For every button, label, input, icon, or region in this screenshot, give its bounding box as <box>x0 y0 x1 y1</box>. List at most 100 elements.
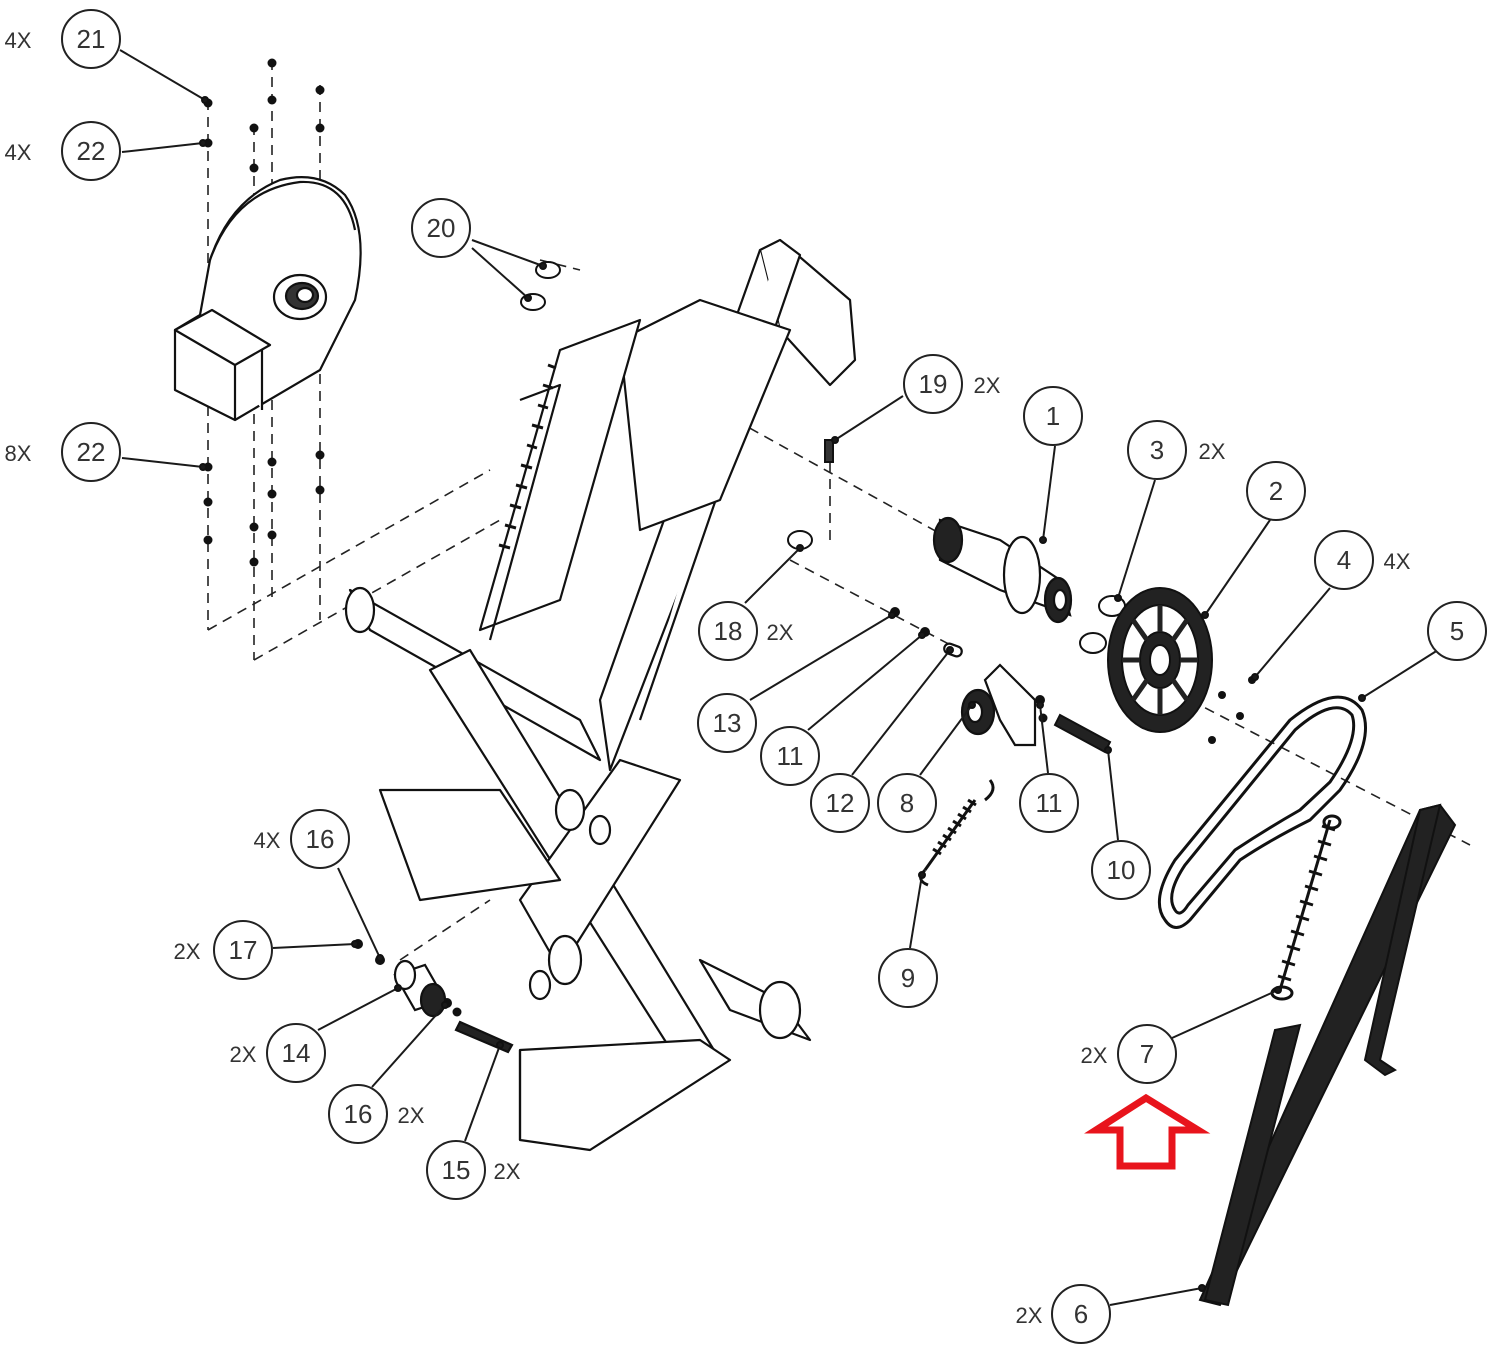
leader-tip <box>199 463 207 471</box>
callout-10: 10 <box>1091 840 1151 900</box>
callout-11: 11 <box>1019 773 1079 833</box>
leader-line-7 <box>1171 989 1279 1039</box>
callout-13: 13 <box>697 693 757 753</box>
part-8-idler-bracket <box>943 642 1037 747</box>
leader-tip <box>1104 746 1112 754</box>
callout-20: 20 <box>411 198 471 258</box>
callout-22: 22 8X <box>5 422 121 482</box>
callout-number: 16 <box>344 1099 373 1129</box>
callout-number: 8 <box>900 788 914 818</box>
callout-7: 72X <box>1081 1024 1177 1084</box>
callout-2: 2 <box>1246 461 1306 521</box>
callout-circle <box>411 198 471 258</box>
callout-number: 3 <box>1150 435 1164 465</box>
leader-tip <box>1201 611 1209 619</box>
part-7-spring <box>1270 814 1342 1001</box>
callout-circle <box>1427 601 1487 661</box>
callout-circle <box>1091 840 1151 900</box>
leader-line-1 <box>1042 445 1056 541</box>
part-5-belt <box>1157 695 1367 929</box>
leader-tip <box>831 436 839 444</box>
callout-circle <box>328 1084 388 1144</box>
callout-circle <box>760 726 820 786</box>
lower-left-parts <box>393 788 612 1054</box>
callout-circle <box>903 354 963 414</box>
callout-circle <box>213 920 273 980</box>
callout-circle <box>1019 773 1079 833</box>
callout-quantity: 2X <box>398 1103 425 1128</box>
leader-tip <box>888 611 896 619</box>
part-6-arms <box>1198 803 1457 1307</box>
leader-line-20 <box>471 239 544 267</box>
callout-quantity: 4X <box>254 828 281 853</box>
frame-spring <box>498 363 557 550</box>
part-10-pin <box>1053 713 1112 754</box>
leader-line-11 <box>1039 704 1049 774</box>
callout-5: 5 <box>1427 601 1487 661</box>
leader-tip <box>918 871 926 879</box>
callout-quantity: 4X <box>1384 549 1411 574</box>
leader-line-14 <box>317 987 399 1031</box>
callout-quantity: 4X <box>5 28 32 53</box>
callout-quantity: 8X <box>5 441 32 466</box>
leader-tip <box>1198 1284 1206 1292</box>
callout-number: 12 <box>826 788 855 818</box>
callout-9: 9 <box>878 948 938 1008</box>
callout-11: 11 <box>760 726 820 786</box>
callout-3: 3 2X <box>1127 420 1226 480</box>
leader-tip <box>539 262 547 270</box>
callout-number: 9 <box>901 963 915 993</box>
callout-number: 22 <box>77 437 106 467</box>
leader-tip <box>441 1001 449 1009</box>
leader-line-9 <box>909 874 923 949</box>
leader-line-4 <box>1254 587 1331 678</box>
callout-circle <box>290 809 350 869</box>
leader-tip <box>1039 536 1047 544</box>
callout-circle <box>810 773 870 833</box>
callout-circle <box>697 693 757 753</box>
leader-tip <box>1358 694 1366 702</box>
callout-circle <box>877 773 937 833</box>
leader-line-22 <box>121 457 204 468</box>
leader-line-17 <box>272 943 356 949</box>
leader-tip <box>496 1041 504 1049</box>
callout-number: 1 <box>1046 401 1060 431</box>
callout-circle <box>426 1140 486 1200</box>
leader-line-3 <box>1117 479 1156 599</box>
callout-1: 1 <box>1023 386 1083 446</box>
callout-quantity: 2X <box>1199 439 1226 464</box>
leader-tip <box>199 139 207 147</box>
leader-tip <box>796 544 804 552</box>
callout-12: 12 <box>810 773 870 833</box>
leader-line-13 <box>749 614 893 701</box>
callout-circle <box>1051 1284 1111 1344</box>
leader-line-15 <box>464 1044 501 1142</box>
callout-number: 7 <box>1140 1039 1154 1069</box>
callout-number: 10 <box>1107 855 1136 885</box>
highlight-arrow-icon <box>1084 1093 1211 1170</box>
leader-tip <box>351 940 359 948</box>
leader-line-16 <box>337 867 381 959</box>
leader-line-10 <box>1107 749 1119 841</box>
leader-tip <box>1274 986 1282 994</box>
callout-circle <box>266 1023 326 1083</box>
leader-line-12 <box>851 649 951 776</box>
leader-line-5 <box>1361 649 1439 699</box>
callout-6: 62X <box>1016 1284 1111 1344</box>
leader-lines <box>119 49 1439 1306</box>
leader-tip <box>1251 673 1259 681</box>
leader-tip <box>968 701 976 709</box>
callout-quantity: 2X <box>767 620 794 645</box>
callout-8: 8 <box>877 773 937 833</box>
leader-line-11 <box>807 634 923 731</box>
leader-line-19 <box>834 395 904 441</box>
leader-tip <box>376 954 384 962</box>
callout-number: 21 <box>77 24 106 54</box>
callout-number: 20 <box>427 213 456 243</box>
callout-number: 6 <box>1074 1299 1088 1329</box>
